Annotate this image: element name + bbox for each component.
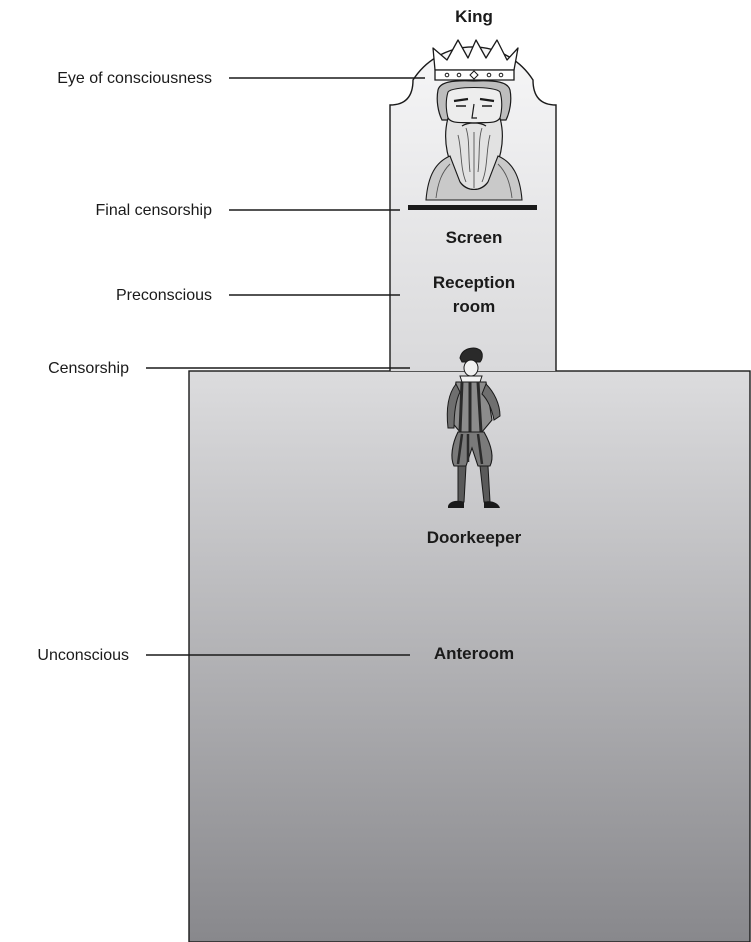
crown-jewel [469, 70, 479, 80]
screen-label: Screen [446, 228, 503, 247]
king-label: King [455, 7, 493, 26]
king-robe-folds [435, 163, 513, 199]
crown-jewel [444, 72, 450, 78]
doorkeeper-left-arm [446, 383, 461, 429]
doorkeeper-figure-icon [446, 347, 501, 508]
censorship-label: Censorship [48, 360, 129, 377]
king-brows [453, 97, 495, 103]
crown-jewel [456, 72, 462, 78]
doorkeeper-collar [459, 375, 483, 383]
doorkeeper-breeches-stripes [456, 433, 484, 465]
doorkeeper-right-shoe [484, 501, 500, 508]
doorkeeper-hat [459, 347, 483, 363]
doorkeeper-left-shoe [448, 500, 464, 508]
anteroom-label: Anteroom [434, 644, 514, 663]
reception-room-label-line1: Reception [433, 273, 515, 292]
crown-jewel [486, 72, 492, 78]
king-portrait-icon [425, 39, 523, 201]
doorkeeper-stripes [458, 381, 483, 433]
unconscious-label: Unconscious [37, 647, 129, 664]
screen-bar [408, 205, 537, 210]
eye-of-consciousness-label: Eye of consciousness [57, 70, 212, 87]
doorkeeper-left-leg [457, 465, 467, 503]
king-beard-strands [457, 127, 491, 188]
reception-room-label-line2: room [453, 297, 496, 316]
doorkeeper-right-arm [481, 383, 501, 421]
doorkeeper-label: Doorkeeper [427, 528, 522, 547]
crown-band [434, 69, 515, 81]
king-nose [471, 103, 477, 119]
final-censorship-label: Final censorship [96, 202, 213, 219]
crown-icon [432, 39, 519, 71]
anteroom-box [188, 370, 751, 942]
crown-jewel [498, 72, 504, 78]
king-mustache [461, 122, 487, 127]
preconscious-label: Preconscious [116, 287, 212, 304]
king-robe [425, 155, 523, 201]
doorkeeper-face [463, 359, 479, 377]
